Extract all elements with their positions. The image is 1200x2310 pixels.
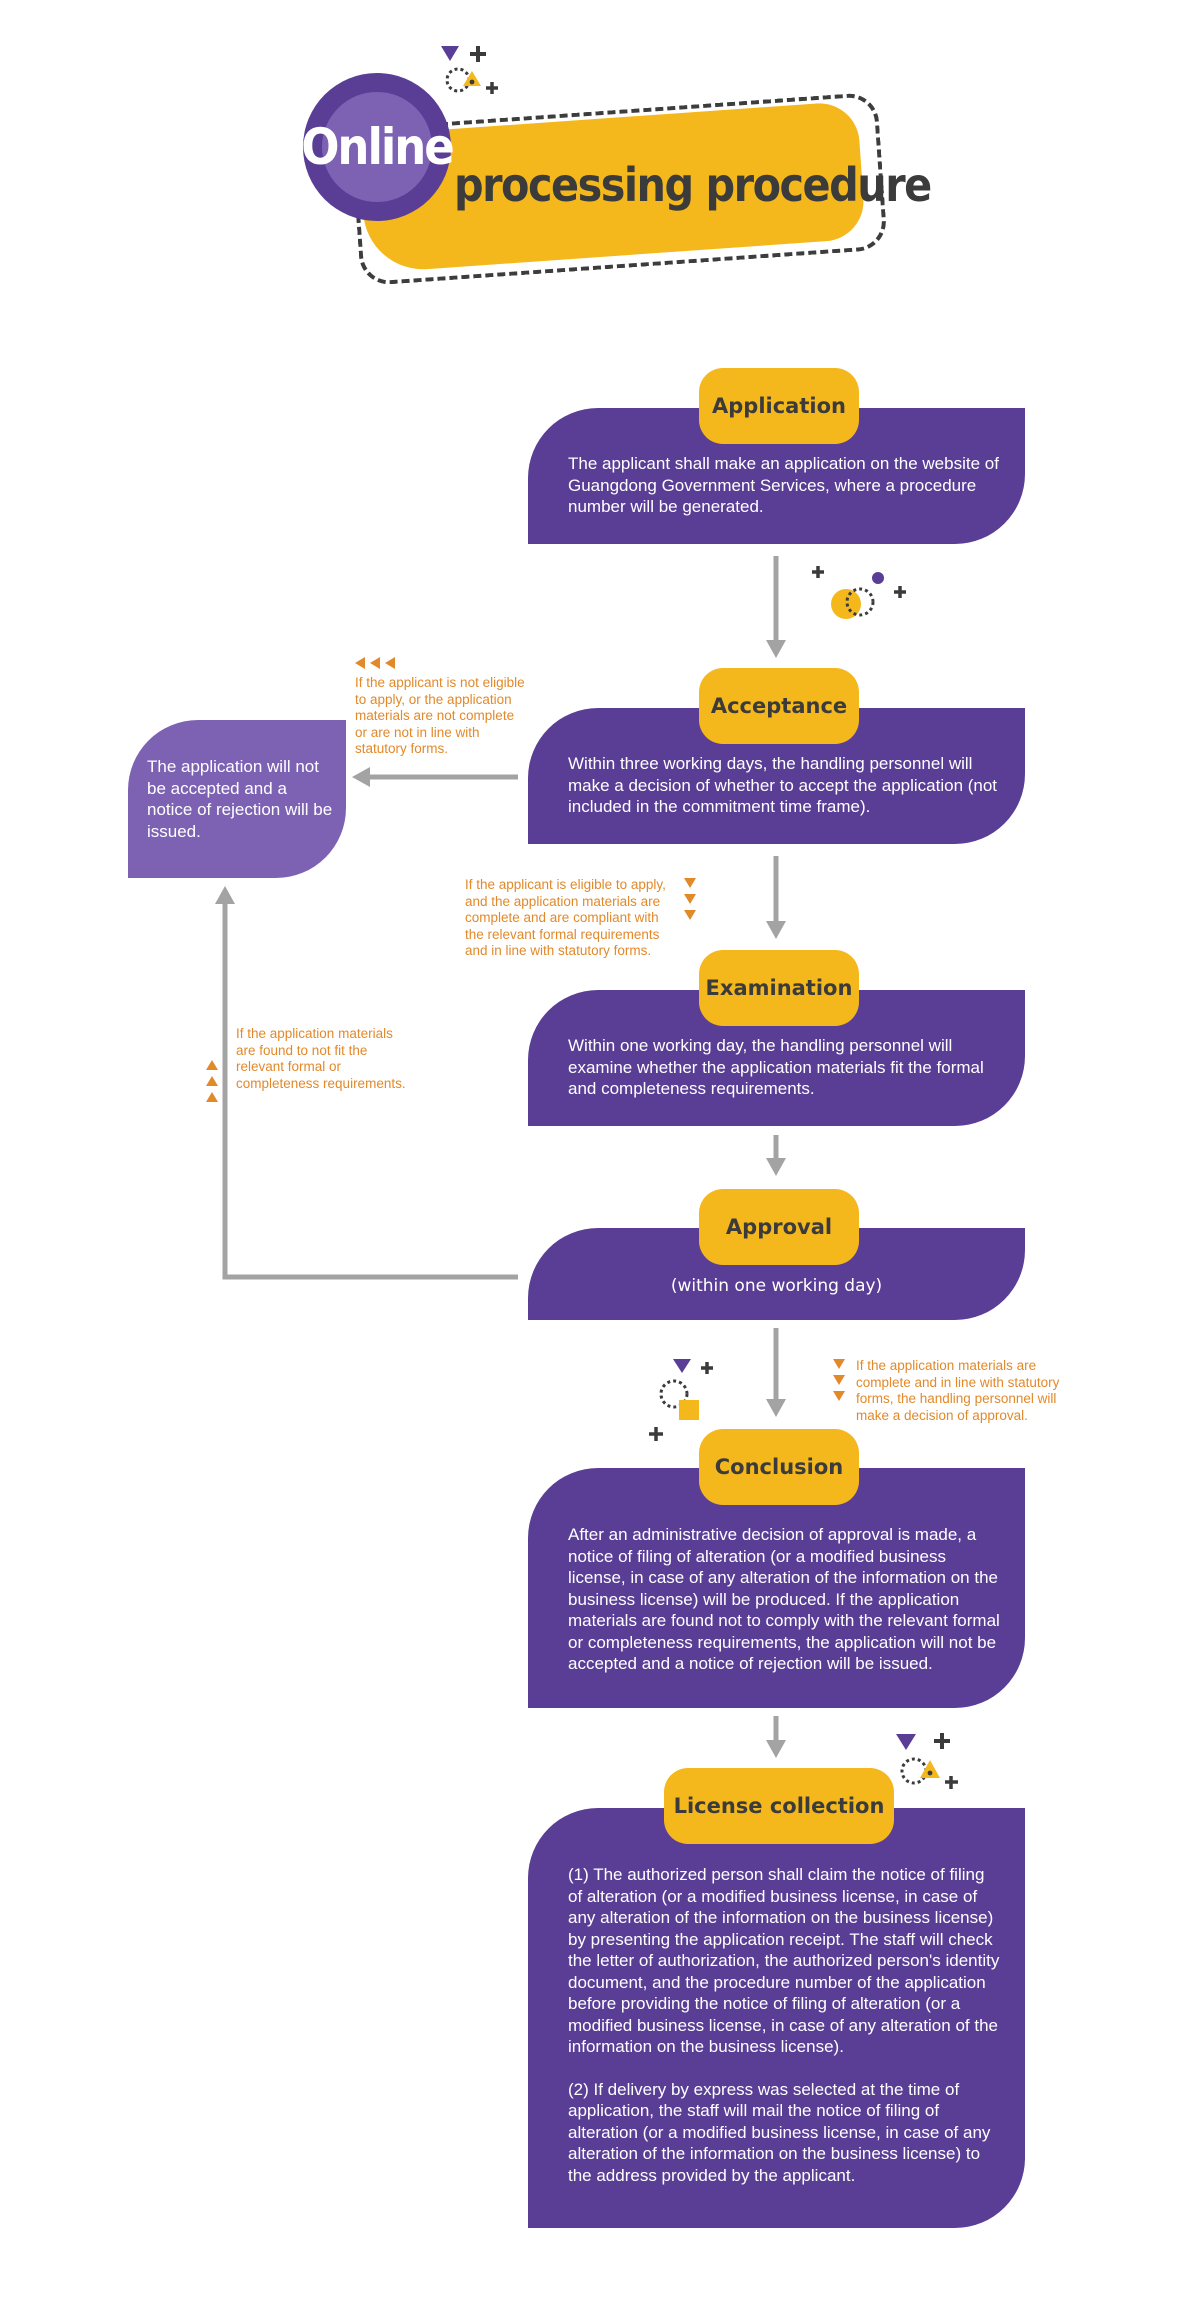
header-decoration-icon	[441, 46, 498, 94]
note-not-fit: If the application materials are found t…	[236, 1026, 406, 1091]
paragraph-spacer	[568, 2058, 1003, 2079]
arrow-acceptance-to-examination	[766, 856, 786, 939]
application-text: The applicant shall make an application …	[568, 454, 999, 516]
examination-text: Within one working day, the handling per…	[568, 1036, 984, 1098]
conclusion-text: After an administrative decision of appr…	[568, 1525, 1000, 1673]
arrow-acceptance-to-rejection	[352, 767, 518, 787]
license-decoration-icon	[896, 1733, 958, 1789]
title-processing-procedure: processing procedure	[454, 158, 932, 212]
conclusion-label: Conclusion	[699, 1429, 859, 1505]
license-collection-text-2: (2) If delivery by express was selected …	[568, 2079, 991, 2185]
note-approved: If the application materials are complet…	[856, 1358, 1060, 1423]
license-collection-label: License collection	[664, 1768, 894, 1844]
arrow-approval-to-conclusion	[766, 1328, 786, 1417]
square-decoration-icon	[649, 1359, 713, 1441]
license-collection-text: (1) The authorized person shall claim th…	[568, 1864, 1003, 2186]
note-eligible: If the applicant is eligible to apply, a…	[465, 877, 666, 959]
arrow-application-to-acceptance	[766, 556, 786, 658]
license-collection-text-1: (1) The authorized person shall claim th…	[568, 1865, 1000, 2056]
approval-text: (within one working day)	[670, 1276, 883, 1296]
rejection-text: The application will not be accepted and…	[147, 757, 333, 841]
arrow-conclusion-to-license	[766, 1716, 786, 1758]
down-triangles-icon	[684, 878, 696, 920]
up-triangles-icon	[206, 1060, 218, 1102]
approval-label: Approval	[699, 1189, 859, 1265]
application-label: Application	[699, 368, 859, 444]
examination-label: Examination	[699, 950, 859, 1026]
conclusion-card: After an administrative decision of appr…	[528, 1468, 1025, 1708]
acceptance-card: Within three working days, the handling …	[528, 708, 1025, 844]
arrow-examination-to-approval	[766, 1135, 786, 1176]
acceptance-label: Acceptance	[699, 668, 859, 744]
title-online: Online	[301, 118, 455, 176]
note-not-eligible: If the applicant is not eligible to appl…	[355, 675, 525, 757]
rejection-box: The application will not be accepted and…	[128, 720, 346, 878]
down-triangles-icon	[833, 1359, 845, 1401]
left-triangles-icon	[355, 657, 395, 669]
arrow-approval-to-rejection	[215, 886, 518, 1280]
acceptance-text: Within three working days, the handling …	[568, 754, 998, 816]
license-collection-card: (1) The authorized person shall claim th…	[528, 1808, 1025, 2228]
dots-decoration-icon	[812, 566, 906, 619]
title-circle-inner	[322, 92, 432, 202]
